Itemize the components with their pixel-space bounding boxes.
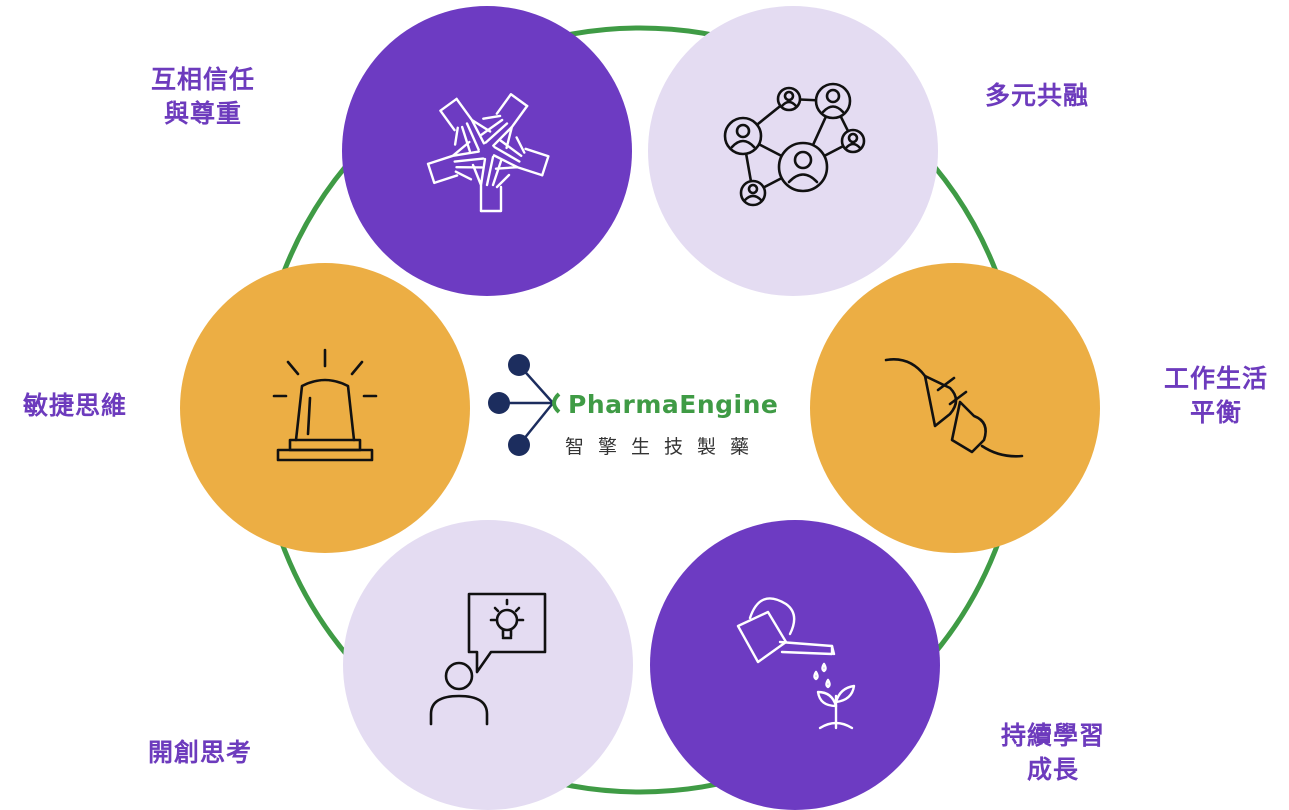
plug-icon [884, 358, 1024, 458]
respect-circle [342, 6, 632, 296]
agility-label-line1: 敏捷思維 [22, 391, 127, 420]
agility-label: 敏捷思維 [0, 389, 150, 423]
innovation-circle [343, 520, 633, 810]
agility-circle [180, 263, 470, 553]
respect-label-line2: 與尊重 [163, 99, 242, 128]
logo-name: PharmaEngine [568, 390, 779, 419]
balance-label: 工作生活 平衡 [1146, 362, 1286, 430]
balance-label-line1: 工作生活 [1163, 364, 1268, 393]
watering-can-icon [736, 597, 856, 730]
pharmaengine-logo: PharmaEngine 智擎生技製藥 [485, 350, 805, 460]
innovation-label: 開創思考 [125, 736, 275, 770]
respect-label: 互相信任 與尊重 [128, 63, 278, 131]
logo-subtitle: 智擎生技製藥 [565, 436, 764, 458]
innovation-label-line1: 開創思考 [147, 738, 252, 767]
respect-label-line1: 互相信任 [150, 65, 255, 94]
siren-icon [272, 348, 378, 462]
growth-circle [650, 520, 940, 810]
growth-label-line1: 持續學習 [1000, 721, 1105, 750]
growth-label-line2: 成長 [1026, 755, 1079, 784]
molecule-logo-icon [488, 354, 561, 456]
hands-together-icon [426, 93, 550, 213]
diversity-label: 多元共融 [962, 79, 1112, 113]
diversity-label-line1: 多元共融 [984, 81, 1089, 110]
balance-circle [810, 263, 1100, 553]
idea-bubble-icon [429, 592, 547, 726]
growth-label: 持續學習 成長 [978, 719, 1128, 787]
diversity-circle [648, 6, 938, 296]
balance-label-line2: 平衡 [1189, 398, 1242, 427]
people-network-icon [723, 82, 866, 207]
